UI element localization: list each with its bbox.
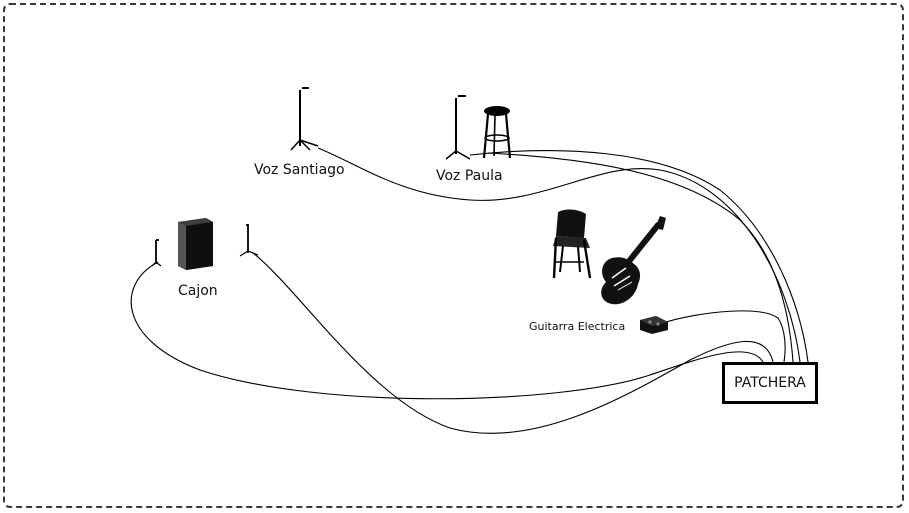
mic-stand-icon — [151, 239, 162, 267]
cable-guitarra — [665, 310, 786, 363]
cable-voz-santiago — [317, 147, 801, 363]
cable-voz-paula-return — [487, 152, 794, 363]
cable-voz-paula — [469, 150, 809, 363]
cables — [130, 147, 809, 434]
label-voz-paula: Voz Paula — [436, 168, 503, 184]
label-voz-santiago: Voz Santiago — [254, 162, 345, 178]
electric-guitar-icon — [601, 216, 666, 305]
cable-cajon-left — [130, 261, 764, 400]
label-guitarra-electrica: Guitarra Electrica — [529, 320, 626, 333]
stool-icon — [482, 106, 512, 159]
folding-chair-icon — [552, 209, 592, 279]
mic-stand-icon — [445, 95, 471, 160]
cajon-box-icon — [178, 218, 213, 270]
guitar-pedal-icon — [640, 316, 668, 334]
mic-stand-icon — [290, 87, 319, 151]
label-cajon: Cajon — [178, 283, 218, 299]
patchera-label: PATCHERA — [734, 375, 806, 391]
cable-cajon-right — [251, 251, 774, 434]
patchera-box: PATCHERA — [722, 362, 818, 404]
mic-stand-icon — [239, 224, 259, 257]
stage-frame — [3, 3, 904, 508]
